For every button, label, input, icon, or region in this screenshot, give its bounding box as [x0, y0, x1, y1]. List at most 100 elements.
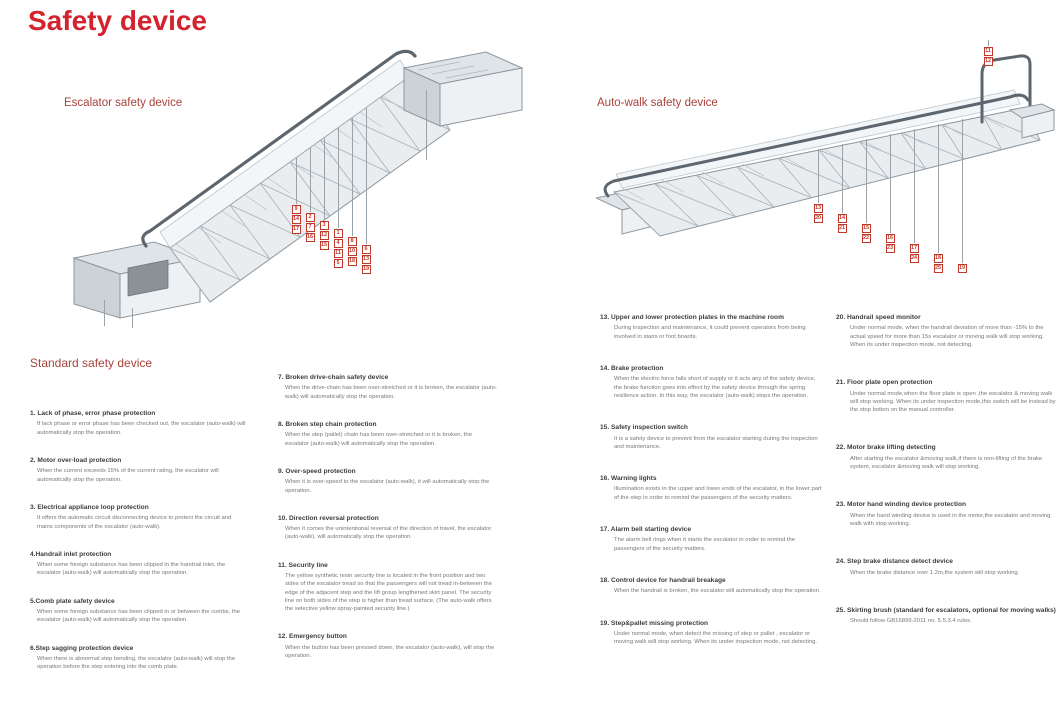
- safety-item-title: 8. Broken step chain protection: [278, 420, 377, 428]
- callout-number: 23: [885, 244, 895, 253]
- safety-item-body: Under normal mode, when detect the missi…: [614, 630, 817, 646]
- safety-item-title: 11. Security line: [278, 561, 328, 569]
- escalator-section-heading: Escalator safety device: [64, 97, 183, 109]
- callout-number: 13: [361, 255, 371, 264]
- safety-item-body: When some foreign substance has been cli…: [37, 562, 226, 577]
- callout-leader-line: [961, 119, 963, 263]
- callout-leader-line: [337, 128, 339, 228]
- escalator-steps: [175, 95, 406, 260]
- safety-item-title: 4.Handrail inlet protection: [30, 550, 112, 558]
- page-title: Safety device: [28, 5, 207, 36]
- callout-leader-line: [913, 129, 915, 243]
- safety-item-title: 12. Emergency button: [278, 633, 347, 641]
- safety-item-title: 10. Direction reversal protection: [278, 514, 379, 522]
- truss-lattice: [613, 107, 1041, 237]
- callout-number: 14: [291, 215, 301, 224]
- safety-item-title: 14. Brake protection: [600, 364, 664, 372]
- autowalk-handrail: [603, 93, 1030, 198]
- safety-item-title: 22. Motor brake lifting detecting: [836, 444, 936, 452]
- safety-item-title: 3. Electrical appliance loop protection: [30, 503, 149, 511]
- safety-item: 25. Skirting brush (standard for escalat…: [836, 607, 1057, 626]
- safety-item-body: When the button has been pressed down, t…: [285, 644, 495, 660]
- callout-number: 15: [861, 224, 871, 233]
- safety-item-body: When there is abnormal step bending, the…: [37, 656, 236, 671]
- callout-number: 25: [933, 264, 943, 273]
- callout-chain: [99, 300, 109, 326]
- safety-item-body: When some foreign substance has been cli…: [37, 609, 241, 624]
- callout-leader-line: [323, 138, 325, 220]
- safety-item: 18. Control device for handrail breakage…: [600, 577, 825, 596]
- escalator-handrail: [141, 49, 417, 248]
- safety-item-body: Under normal mode, when the handrail dev…: [850, 325, 1044, 348]
- callout-leader-line: [103, 300, 105, 326]
- callout-number: 24: [909, 254, 919, 263]
- escalator-bottom-landing: [72, 241, 202, 319]
- safety-item-body: It is a safety device to prevent from th…: [614, 435, 818, 450]
- safety-item-body: When the step (pallet) chain has been ov…: [285, 432, 472, 447]
- callout-number: 16: [305, 233, 315, 242]
- callout-number: 11: [333, 249, 343, 258]
- safety-item-body: When the handrail is broken, the escalat…: [614, 588, 821, 595]
- callout-number: 19: [957, 264, 967, 273]
- autowalk-truss: [612, 107, 1041, 237]
- callout-number: 2: [305, 213, 315, 222]
- safety-item-title: 23. Motor hand winding device protection: [836, 501, 967, 509]
- safety-item-body: When the hand winding device is used in …: [850, 512, 1051, 527]
- safety-item: 15. Safety inspection switch It is a safe…: [600, 424, 825, 451]
- autowalk-section-heading: Auto-walk safety device: [597, 97, 718, 109]
- autowalk-illustration: [596, 54, 1056, 237]
- safety-item-title: 25. Skirting brush (standard for escalat…: [836, 606, 1056, 614]
- callout-number: 15: [319, 241, 329, 250]
- escalator-top-landing: [402, 51, 524, 127]
- safety-item-title: 15. Safety inspection switch: [600, 424, 688, 432]
- safety-item-body: When it comes the unintentional reversal…: [285, 526, 492, 541]
- callout-leader-line: [937, 124, 939, 253]
- callout-leader-line: [295, 158, 297, 204]
- safety-item-title: 2. Motor over-load protection: [30, 456, 122, 464]
- callout-number: 3: [319, 221, 329, 230]
- callout-number: 21: [837, 224, 847, 233]
- safety-item-body: Illumination exists in the upper and low…: [614, 486, 822, 501]
- callout-number: 12: [319, 231, 329, 240]
- callout-number: 18: [933, 254, 943, 263]
- safety-item-title: 20. Handrail speed monitor: [836, 314, 921, 321]
- callout-number: 20: [813, 214, 823, 223]
- callout-number: 9: [291, 205, 301, 214]
- standard-section-heading: Standard safety device: [30, 356, 153, 370]
- safety-item-body: When the electric force falls short of s…: [614, 376, 816, 399]
- safety-item: 13. Upper and lower protection plates in…: [600, 314, 825, 341]
- callout-number: 12: [983, 57, 993, 66]
- safety-item-body: It offers the automatic circuit disconne…: [37, 515, 232, 530]
- callout-number: 6: [361, 245, 371, 254]
- callout-chain: 19: [957, 119, 967, 273]
- safety-item-title: 18. Control device for handrail breakage: [600, 576, 726, 584]
- callout-number: 18: [347, 257, 357, 266]
- callout-leader-line: [889, 134, 891, 233]
- callout-chain: [127, 308, 137, 328]
- safety-item-title: 19. Step&pallet missing protection: [600, 619, 709, 627]
